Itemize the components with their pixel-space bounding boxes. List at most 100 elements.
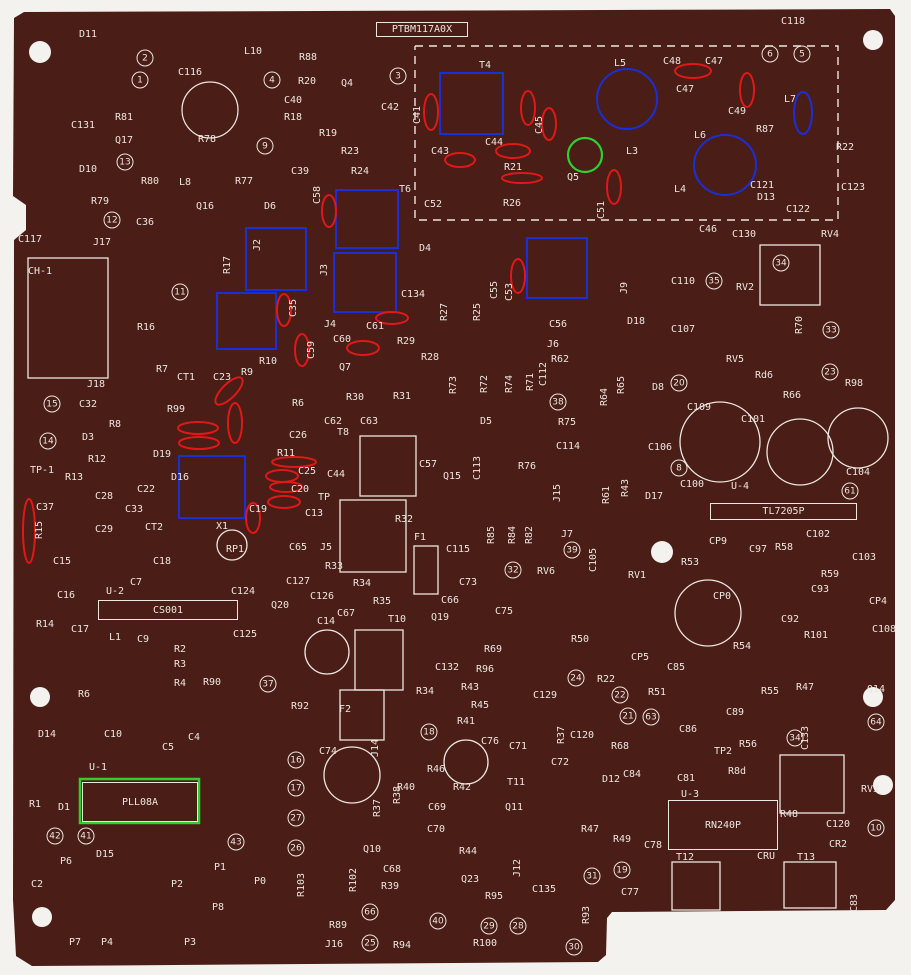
silkscreen-label: R6 bbox=[77, 689, 91, 700]
silkscreen-label: C10 bbox=[103, 729, 123, 740]
test-pad-number: 9 bbox=[256, 137, 274, 155]
silkscreen-label: R11 bbox=[276, 448, 296, 459]
silkscreen-label: C39 bbox=[290, 166, 310, 177]
silkscreen-label: C102 bbox=[805, 529, 831, 540]
silkscreen-label: D3 bbox=[81, 432, 95, 443]
silkscreen-label: RV4 bbox=[820, 229, 840, 240]
test-pad-number: 11 bbox=[171, 283, 189, 301]
silkscreen-label: C120 bbox=[569, 730, 595, 741]
silkscreen-label: Q20 bbox=[270, 600, 290, 611]
silkscreen-label: C122 bbox=[785, 204, 811, 215]
test-pad-number: 42 bbox=[46, 827, 64, 845]
component-outline bbox=[443, 739, 489, 785]
ic-u4-tl7205p: TL7205P bbox=[710, 503, 857, 520]
test-pad-number: 20 bbox=[670, 374, 688, 392]
silkscreen-label: C85 bbox=[666, 662, 686, 673]
silkscreen-label: C47 bbox=[704, 56, 724, 67]
silkscreen-label: C15 bbox=[52, 556, 72, 567]
silkscreen-label: C86 bbox=[678, 724, 698, 735]
silkscreen-label: U-1 bbox=[88, 762, 108, 773]
test-pad-number: 2 bbox=[136, 49, 154, 67]
silkscreen-label: R51 bbox=[647, 687, 667, 698]
silkscreen-label: P6 bbox=[59, 856, 73, 867]
silkscreen-label: U-4 bbox=[730, 481, 750, 492]
board-outline bbox=[13, 9, 895, 966]
component-outline bbox=[679, 401, 761, 483]
silkscreen-label: C76 bbox=[480, 736, 500, 747]
component-outline bbox=[413, 545, 439, 595]
silkscreen-label: C101 bbox=[740, 414, 766, 425]
red-marker-ellipse bbox=[423, 93, 439, 131]
silkscreen-label: R92 bbox=[290, 701, 310, 712]
test-pad-number: 40 bbox=[429, 912, 447, 930]
silkscreen-label: R26 bbox=[502, 198, 522, 209]
red-marker-ellipse bbox=[276, 293, 292, 327]
component-outline bbox=[766, 418, 834, 486]
silkscreen-label: R37 bbox=[372, 798, 383, 818]
silkscreen-label: C60 bbox=[332, 334, 352, 345]
red-marker-ellipse bbox=[227, 402, 243, 444]
silkscreen-label: C43 bbox=[430, 146, 450, 157]
silkscreen-label: R93 bbox=[581, 905, 592, 925]
test-pad-number: 17 bbox=[287, 779, 305, 797]
red-marker-ellipse bbox=[294, 333, 310, 367]
silkscreen-label: CT1 bbox=[176, 372, 196, 383]
red-marker-ellipse bbox=[606, 169, 622, 205]
silkscreen-label: R16 bbox=[136, 322, 156, 333]
silkscreen-label: U-2 bbox=[105, 586, 125, 597]
silkscreen-label: C97 bbox=[748, 544, 768, 555]
silkscreen-label: L1 bbox=[108, 632, 122, 643]
test-pad-number: 21 bbox=[619, 707, 637, 725]
silkscreen-label: R46 bbox=[426, 764, 446, 775]
silkscreen-label: J3 bbox=[319, 263, 330, 277]
silkscreen-label: P4 bbox=[100, 937, 114, 948]
silkscreen-label: R85 bbox=[486, 525, 497, 545]
silkscreen-label: C62 bbox=[323, 416, 343, 427]
silkscreen-label: C115 bbox=[445, 544, 471, 555]
red-marker-ellipse bbox=[541, 107, 557, 141]
test-pad-number: 27 bbox=[287, 809, 305, 827]
silkscreen-label: R48 bbox=[779, 809, 799, 820]
silkscreen-label: C36 bbox=[135, 217, 155, 228]
silkscreen-label: Q5 bbox=[566, 172, 580, 183]
silkscreen-label: C116 bbox=[177, 67, 203, 78]
silkscreen-label: R41 bbox=[456, 716, 476, 727]
silkscreen-label: T8 bbox=[336, 427, 350, 438]
blue-marker-box bbox=[245, 227, 307, 291]
silkscreen-label: RV1 bbox=[627, 570, 647, 581]
silkscreen-label: R22 bbox=[596, 674, 616, 685]
silkscreen-label: RV2 bbox=[735, 282, 755, 293]
silkscreen-label: C29 bbox=[94, 524, 114, 535]
blue-marker-box bbox=[178, 455, 246, 519]
component-outline bbox=[759, 244, 821, 306]
silkscreen-label: J5 bbox=[319, 542, 333, 553]
silkscreen-label: R55 bbox=[760, 686, 780, 697]
silkscreen-label: C18 bbox=[152, 556, 172, 567]
silkscreen-label: R40 bbox=[396, 782, 416, 793]
silkscreen-outlines bbox=[27, 81, 889, 911]
silkscreen-label: C107 bbox=[670, 324, 696, 335]
silkscreen-label: CRU bbox=[756, 851, 776, 862]
silkscreen-label: D19 bbox=[152, 449, 172, 460]
component-outline bbox=[304, 629, 350, 675]
test-pad-number: 25 bbox=[361, 934, 379, 952]
blue-marker-box bbox=[333, 252, 397, 313]
test-pad-number: 1 bbox=[131, 71, 149, 89]
silkscreen-label: R75 bbox=[557, 417, 577, 428]
silkscreen-label: C78 bbox=[643, 840, 663, 851]
silkscreen-label: D15 bbox=[95, 849, 115, 860]
silkscreen-label: R37 bbox=[556, 725, 567, 745]
silkscreen-label: C63 bbox=[359, 416, 379, 427]
silkscreen-label: R43 bbox=[620, 478, 631, 498]
silkscreen-label: R103 bbox=[296, 872, 307, 898]
red-marker-ellipse bbox=[245, 502, 261, 534]
silkscreen-label: C49 bbox=[727, 106, 747, 117]
silkscreen-label: R96 bbox=[475, 664, 495, 675]
silkscreen-label: R28 bbox=[420, 352, 440, 363]
silkscreen-label: T13 bbox=[796, 852, 816, 863]
silkscreen-label: C113 bbox=[472, 455, 483, 481]
silkscreen-label: J7 bbox=[560, 529, 574, 540]
silkscreen-label: C70 bbox=[426, 824, 446, 835]
